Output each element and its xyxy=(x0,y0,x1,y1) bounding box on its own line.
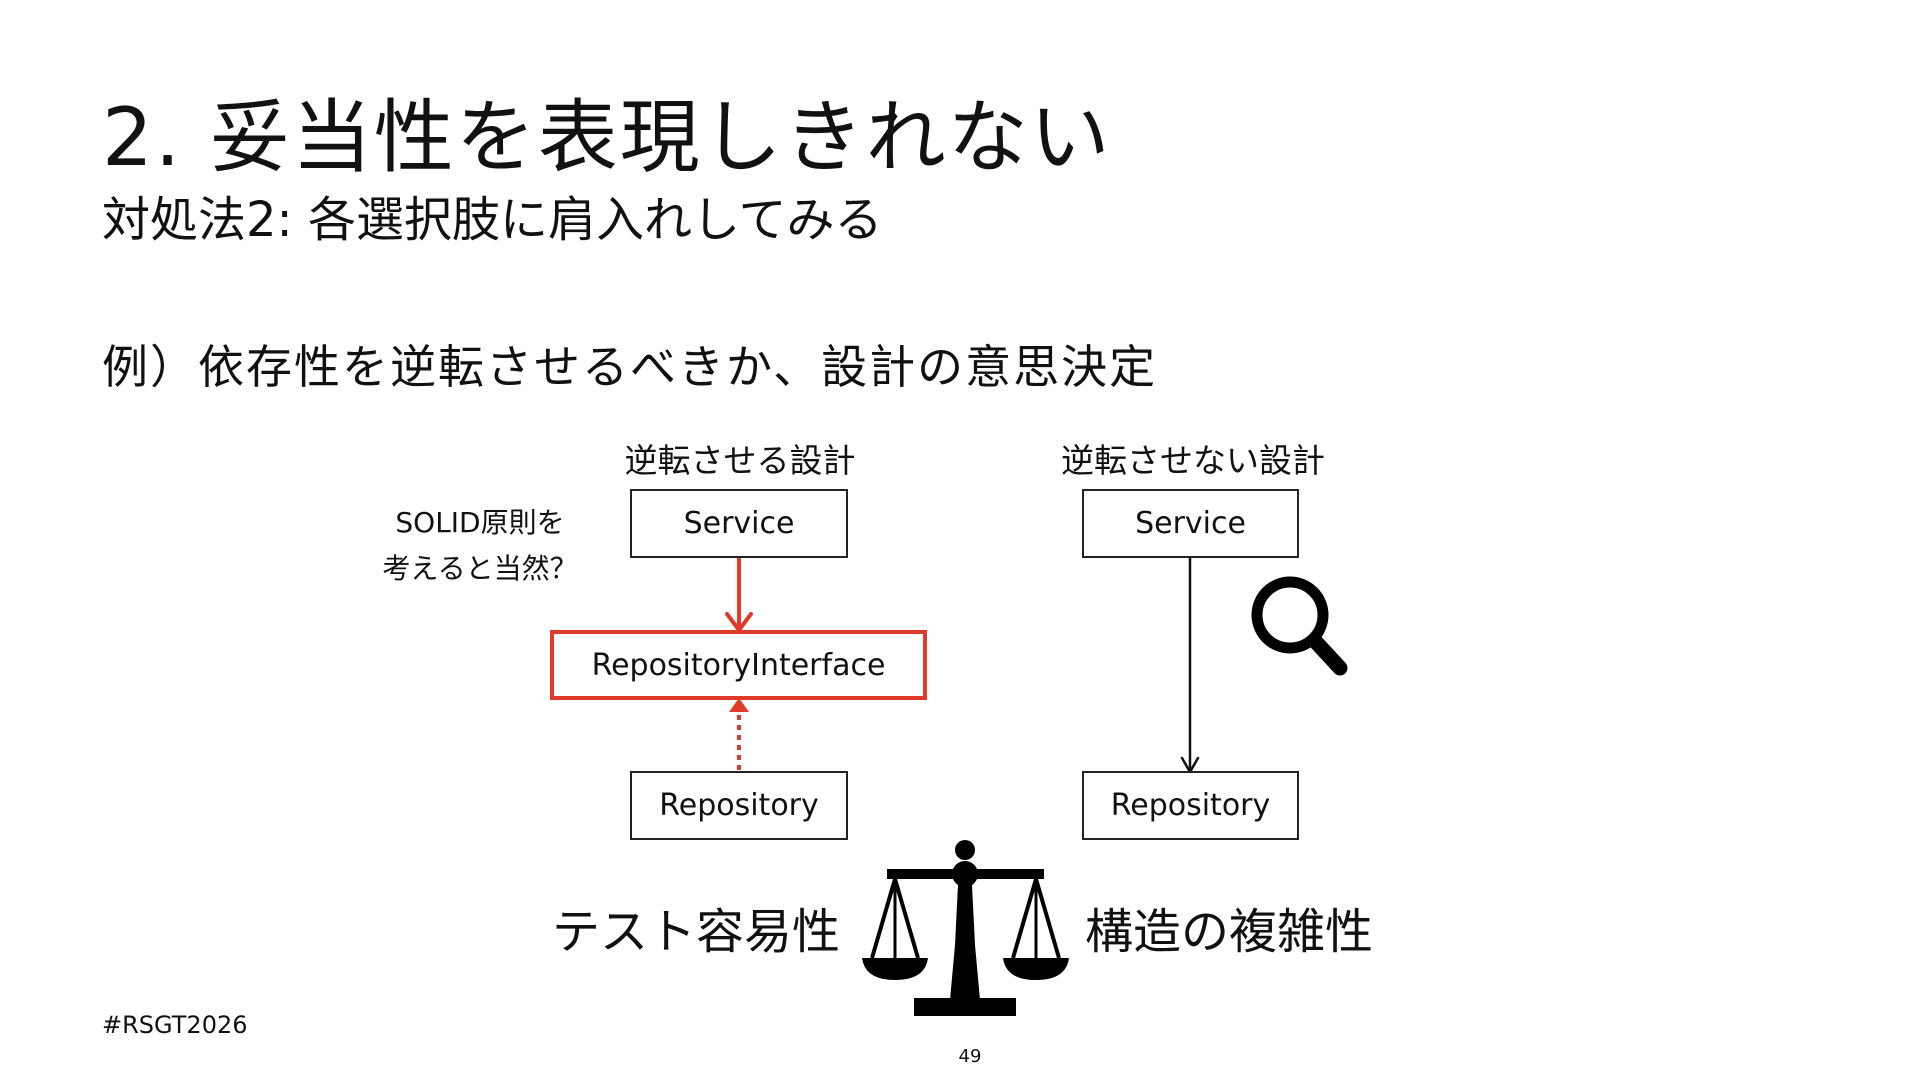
balance-scale-icon xyxy=(862,840,1069,1016)
inverted-repository-box: Repository xyxy=(630,771,848,840)
slide-title: 2. 妥当性を表現しきれない xyxy=(102,91,1112,184)
inverted-service-box: Service xyxy=(630,489,848,558)
tradeoff-right-label: 構造の複雑性 xyxy=(1085,904,1374,960)
inverted-design-heading: 逆転させる設計 xyxy=(624,441,856,480)
solid-note-line1: SOLID原則を xyxy=(395,506,565,539)
solid-note: SOLID原則を 考えると当然？ xyxy=(355,500,605,592)
direct-design-heading: 逆転させない設計 xyxy=(1061,441,1325,480)
hashtag: #RSGT2026 xyxy=(102,1011,248,1039)
direct-service-box: Service xyxy=(1082,489,1299,558)
example-text: 例）依存性を逆転させるべきか、設計の意思決定 xyxy=(102,340,1158,394)
service-to-repository-arrow xyxy=(1180,558,1200,774)
page-number: 49 xyxy=(958,1046,982,1067)
slide-subtitle: 対処法2: 各選択肢に肩入れしてみる xyxy=(102,192,883,248)
repository-implements-interface-arrow xyxy=(729,698,749,770)
service-to-interface-arrow xyxy=(725,558,753,632)
magnifier-icon xyxy=(1251,576,1348,676)
tradeoff-left-label: テスト容易性 xyxy=(552,904,841,960)
direct-repository-box: Repository xyxy=(1082,771,1299,840)
solid-note-line2: 考えると当然？ xyxy=(382,552,578,585)
repository-interface-box: RepositoryInterface xyxy=(550,630,927,700)
